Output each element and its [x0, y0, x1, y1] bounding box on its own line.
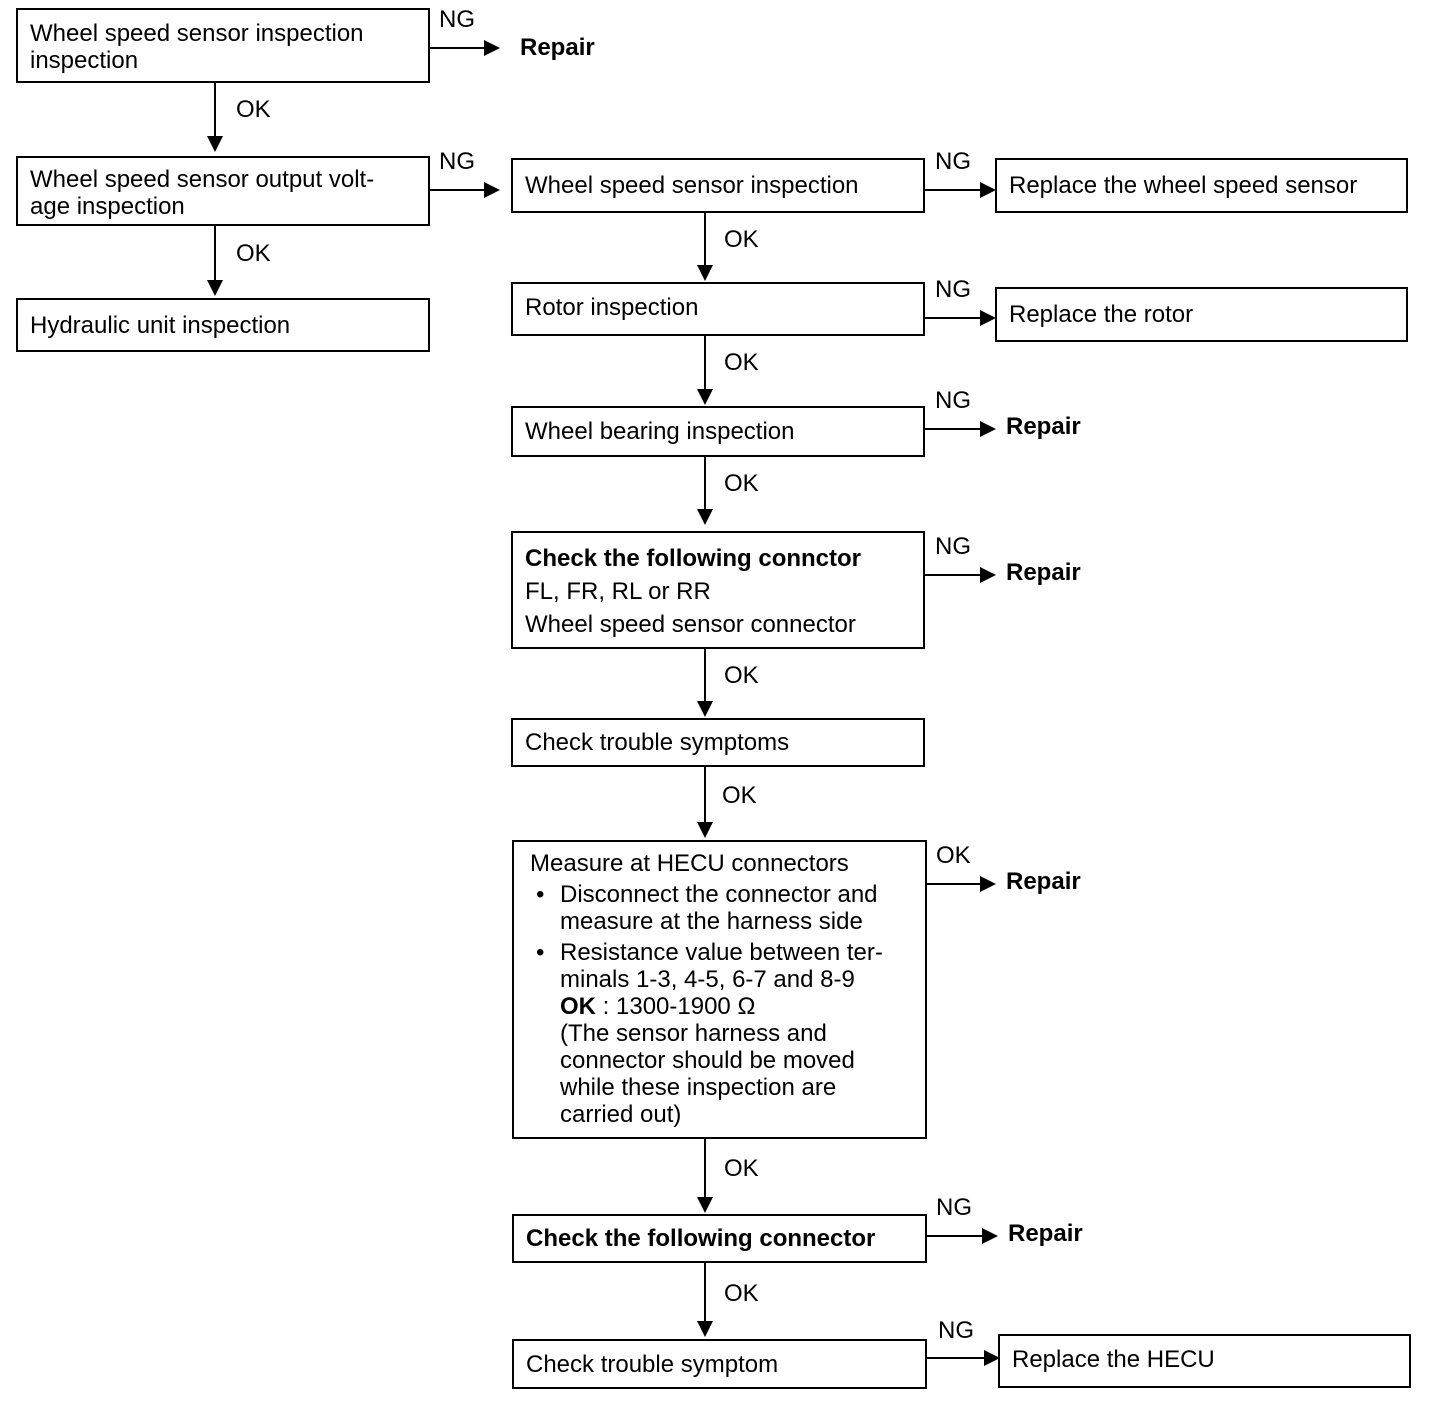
box-title: Measure at HECU connectors: [530, 850, 849, 877]
box-check-following-connector: Check the following connector: [512, 1214, 927, 1263]
box-text: Hydraulic unit inspection: [30, 311, 291, 339]
edge-label-ok: OK: [936, 842, 971, 869]
edge-label-ok: OK: [724, 1280, 759, 1307]
box-text: Replace the wheel speed sensor: [1009, 172, 1358, 199]
box-note: carried out): [560, 1101, 682, 1128]
spec-line: OK : 1300-1900 Ω: [560, 993, 913, 1020]
box-note: (The sensor harness and: [560, 1020, 827, 1047]
edge-label-ok: OK: [724, 1155, 759, 1182]
edge-label-ng: NG: [439, 6, 475, 33]
box-text: Check trouble symptoms: [525, 729, 790, 756]
spec-ok-label: OK: [560, 993, 596, 1020]
box-text: inspection: [30, 47, 139, 74]
box-replace-wheel-speed-sensor: Replace the wheel speed sensor: [995, 158, 1408, 213]
edge-label-ok: OK: [724, 470, 759, 497]
edge-label-ok: OK: [724, 226, 759, 253]
box-text: Rotor inspection: [525, 294, 699, 321]
box-wheel-speed-sensor-inspection-top: Wheel speed sensor inspection inspection: [16, 8, 430, 83]
box-replace-rotor: Replace the rotor: [995, 287, 1408, 342]
box-text: Wheel speed sensor inspection: [30, 20, 364, 47]
box-check-trouble-symptom: Check trouble symptom: [512, 1339, 927, 1389]
box-check-trouble-symptoms: Check trouble symptoms: [511, 718, 925, 767]
box-rotor-inspection: Rotor inspection: [511, 282, 925, 336]
bullet-item: Resistance value between ter- minals 1-3…: [530, 939, 913, 1128]
box-text: Wheel speed sensor connector: [525, 611, 856, 638]
box-text: Wheel speed sensor output volt-: [30, 166, 375, 193]
box-measure-hecu-connectors: Measure at HECU connectors Disconnect th…: [512, 840, 927, 1139]
result-repair: Repair: [520, 34, 595, 61]
box-text: FL, FR, RL or RR: [525, 578, 711, 605]
result-repair: Repair: [1006, 868, 1081, 895]
box-text: Wheel bearing inspection: [525, 418, 795, 445]
edge-label-ng: NG: [935, 387, 971, 414]
box-text: Replace the rotor: [1009, 301, 1194, 328]
box-replace-hecu: Replace the HECU: [998, 1334, 1411, 1388]
box-wheel-bearing-inspection: Wheel bearing inspection: [511, 406, 925, 457]
box-text: Wheel speed sensor inspection: [525, 172, 859, 199]
edge-label-ng: NG: [935, 148, 971, 175]
result-repair: Repair: [1006, 559, 1081, 586]
box-text: minals 1-3, 4-5, 6-7 and 8-9: [560, 966, 855, 993]
edge-label-ng: NG: [935, 276, 971, 303]
box-text: Replace the HECU: [1012, 1346, 1215, 1373]
box-title: Check the following connctor: [525, 545, 862, 572]
box-text: Check trouble symptom: [526, 1350, 779, 1378]
box-hydraulic-unit-inspection: Hydraulic unit inspection: [16, 298, 430, 352]
edge-label-ok: OK: [236, 96, 271, 123]
edge-label-ng: NG: [936, 1194, 972, 1221]
box-title: Check the following connector: [526, 1225, 876, 1252]
edge-label-ok: OK: [722, 782, 757, 809]
box-text: Disconnect the connector and: [560, 881, 878, 908]
box-check-connector-wheel-speed-sensor: Check the following connctor FL, FR, RL …: [511, 531, 925, 649]
box-text: age inspection: [30, 193, 185, 220]
box-note: while these inspection are: [560, 1074, 837, 1101]
box-text: measure at the harness side: [560, 908, 863, 935]
result-repair: Repair: [1008, 1220, 1083, 1247]
spec-ok-value: : 1300-1900 Ω: [602, 993, 756, 1020]
edge-label-ng: NG: [938, 1317, 974, 1344]
edge-label-ok: OK: [724, 349, 759, 376]
edge-label-ng: NG: [439, 148, 475, 175]
box-text: Resistance value between ter-: [560, 939, 883, 966]
bullet-item: Disconnect the connector and measure at …: [530, 881, 913, 935]
result-repair: Repair: [1006, 413, 1081, 440]
box-wheel-speed-sensor-inspection: Wheel speed sensor inspection: [511, 158, 925, 213]
edge-label-ok: OK: [724, 662, 759, 689]
edge-label-ng: NG: [935, 533, 971, 560]
box-output-voltage-inspection: Wheel speed sensor output volt- age insp…: [16, 156, 430, 226]
box-note: connector should be moved: [560, 1047, 855, 1074]
edge-label-ok: OK: [236, 240, 271, 267]
